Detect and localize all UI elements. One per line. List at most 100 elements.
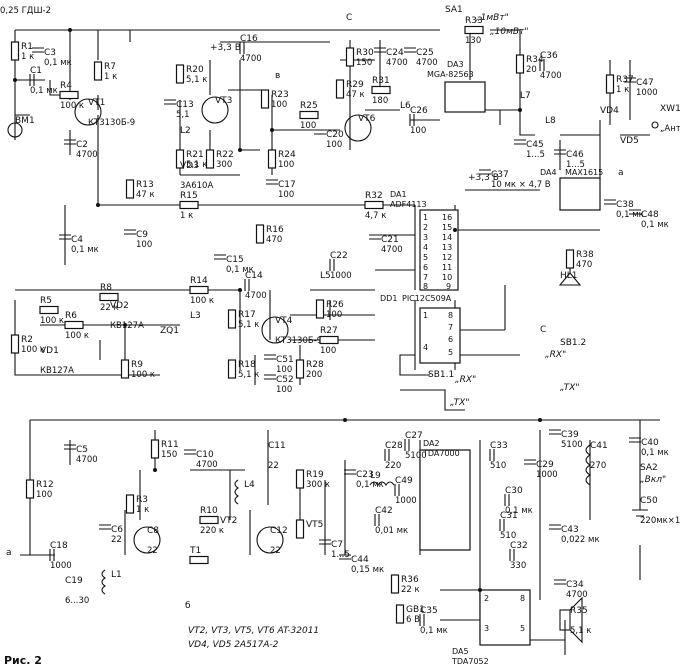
svg-text:2: 2 xyxy=(423,223,428,232)
sb1-2-label: SB1.2 xyxy=(560,338,586,348)
component-value: 300 xyxy=(216,160,232,170)
resistor-symbol xyxy=(315,299,325,319)
svg-text:11: 11 xyxy=(442,263,452,272)
microphone-icon xyxy=(7,122,23,138)
component-ref: VT4 xyxy=(275,316,293,326)
component-value: 0,01 мк xyxy=(375,526,408,536)
capacitor-symbol xyxy=(539,59,545,71)
component-ref: XW1 xyxy=(660,104,680,114)
component-ref: C15 xyxy=(226,255,244,265)
svg-text:1: 1 xyxy=(423,311,428,320)
resistor-symbol xyxy=(565,249,575,269)
node-a-label-2: а xyxy=(618,168,624,178)
svg-text:DD1: DD1 xyxy=(380,294,397,303)
resistor-symbol xyxy=(227,309,237,329)
component-value: 22 xyxy=(268,461,279,471)
capacitor-symbol xyxy=(266,179,278,185)
supply-v-label-2: +3,3 В xyxy=(468,173,499,183)
svg-text:5: 5 xyxy=(423,253,428,262)
component-ref: VT5 xyxy=(306,520,323,530)
capacitor-symbol xyxy=(629,437,641,443)
capacitor-symbol xyxy=(124,229,136,235)
component-value: 300 к xyxy=(306,480,330,490)
component-value: 100 xyxy=(136,240,152,250)
svg-text:16: 16 xyxy=(442,213,452,222)
component-l3: L3 xyxy=(190,311,201,321)
component-value: 100 к xyxy=(65,331,89,341)
resistor-symbol xyxy=(59,90,79,100)
svg-text:6: 6 xyxy=(448,335,453,344)
svg-text:3: 3 xyxy=(423,233,428,242)
resistor-symbol xyxy=(335,79,345,99)
capacitor-symbol xyxy=(394,484,400,496)
component-value: 0,022 мк xyxy=(561,535,600,545)
sb1-2-rx-label: „RX" xyxy=(545,350,566,360)
svg-text:DA1: DA1 xyxy=(390,190,407,199)
component-value: 5,1 к xyxy=(570,626,591,636)
component-r3: R31 к xyxy=(125,494,149,515)
component-ref: R38 xyxy=(576,250,594,260)
component-value: 100 xyxy=(410,126,426,136)
capacitor-symbol xyxy=(629,209,641,215)
transistor-vt3 xyxy=(201,96,229,124)
capacitor-symbol xyxy=(64,139,76,145)
resistor-symbol xyxy=(125,179,135,199)
resistor-symbol xyxy=(371,85,391,95)
component-ref: R15 xyxy=(180,191,198,201)
component-ref: C36 xyxy=(540,51,558,61)
component-l4: L4 xyxy=(234,479,255,505)
component-ref: R9 xyxy=(131,360,143,370)
component-value: 10 мк × 4,7 В xyxy=(491,180,551,190)
component-ref: T1 xyxy=(189,546,201,556)
component-ref: C5 xyxy=(76,445,88,455)
component-ref: VD3 xyxy=(180,161,199,171)
component-ref: R12 xyxy=(36,480,54,490)
component-ref: R35 xyxy=(570,606,588,616)
capacitor-symbol xyxy=(404,439,410,451)
component-value: 100 xyxy=(271,100,287,110)
component-ref: C25 xyxy=(416,48,434,58)
component-ref: L5 xyxy=(320,271,331,281)
component-ref: R32 xyxy=(365,191,383,201)
component-value: „Ант." xyxy=(660,124,680,134)
capacitor-symbol xyxy=(489,449,495,461)
capacitor-symbol xyxy=(524,459,536,465)
component-value: 0,1 мк xyxy=(641,220,669,230)
component-ref: C29 xyxy=(536,460,554,470)
component-r35: R35 5,1 к xyxy=(570,606,591,636)
resistor-symbol xyxy=(260,89,270,109)
component-ref: C49 xyxy=(395,476,413,486)
resistor-symbol xyxy=(179,200,199,210)
component-value: 100 xyxy=(276,365,292,375)
svg-text:9: 9 xyxy=(446,282,451,291)
component-vd4: VD4 xyxy=(600,106,619,116)
resistor-symbol xyxy=(464,25,484,35)
rail-labels: С С +3,3 В +3,3 В а а б в SA1 „1мВт" „10… xyxy=(4,5,666,667)
component-ref: C35 xyxy=(420,606,438,616)
component-ref: C24 xyxy=(386,48,404,58)
capacitor-symbol xyxy=(374,47,386,53)
figure-label: Рис. 2 xyxy=(4,654,42,667)
component-value: 0,1 мк xyxy=(356,480,384,490)
component-ref: C38 xyxy=(616,200,634,210)
svg-text:8: 8 xyxy=(520,594,525,603)
component-value: 1000 xyxy=(536,470,558,480)
